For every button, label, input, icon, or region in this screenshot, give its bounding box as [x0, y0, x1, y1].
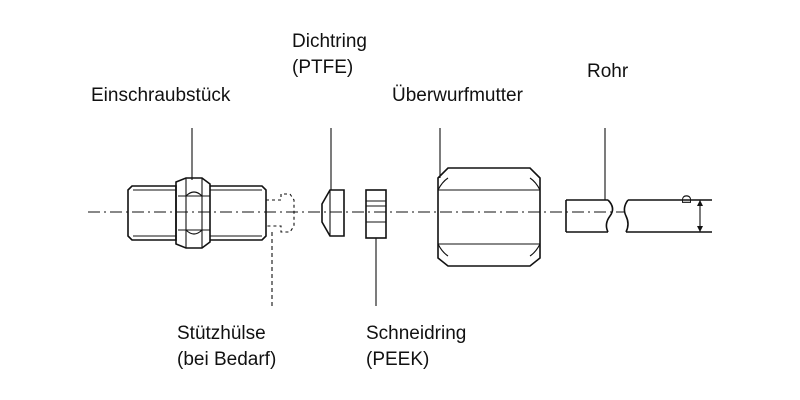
einschraubstueck-label: Einschraubstück	[91, 85, 231, 106]
stuetzhuelse-label: Stützhülse	[177, 323, 266, 344]
rohr-label: Rohr	[587, 61, 629, 82]
leader-lines	[191, 128, 606, 306]
stuetzhuelse-note-label: (bei Bedarf)	[177, 349, 277, 370]
schneidring-part	[365, 189, 387, 239]
schneidring-label: Schneidring	[366, 323, 467, 344]
dichtring-label: Dichtring	[292, 31, 367, 52]
schneidring-material-label: (PEEK)	[366, 349, 430, 370]
einschraubstueck-part	[127, 177, 295, 249]
rohr-part	[565, 199, 712, 233]
dichtring-material-label: (PTFE)	[292, 57, 354, 78]
dimension-d-label: D	[679, 194, 694, 204]
dichtring-part	[321, 189, 345, 237]
ueberwurfmutter-label: Überwurfmutter	[392, 85, 523, 106]
ueberwurfmutter-part	[437, 167, 541, 267]
